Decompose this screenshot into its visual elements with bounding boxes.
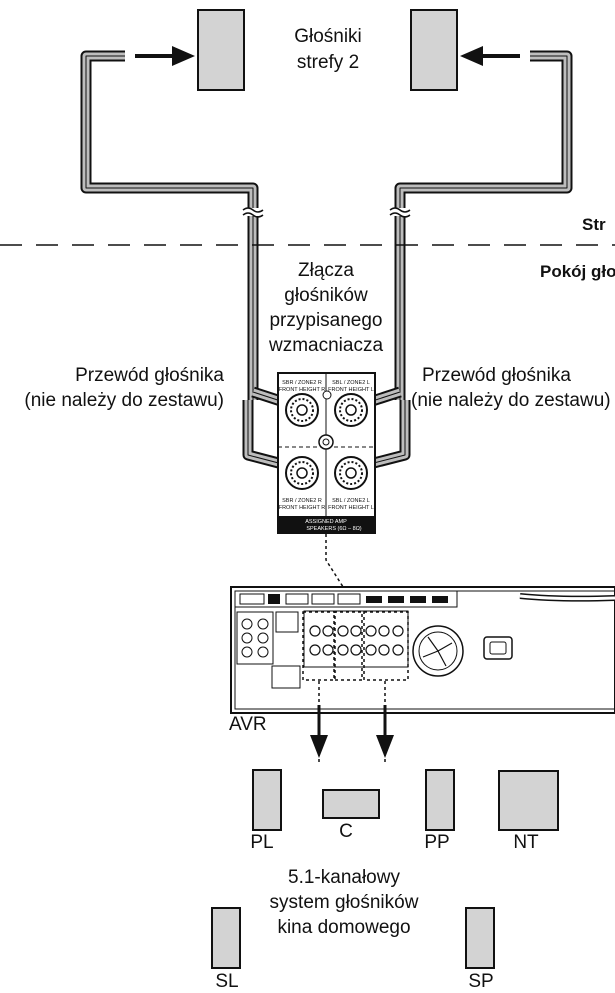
polarity-mark-center — [318, 434, 334, 450]
terminal-label-bottom-right-1: SBL / ZONE2 L — [332, 498, 370, 504]
zone2-right-speaker — [410, 9, 458, 91]
wire-break-marks — [242, 207, 411, 218]
assigned-amp-label-line4: wzmacniacza — [268, 335, 383, 356]
right-speaker-wire — [358, 50, 573, 472]
main-room-label: Pokój gło — [540, 262, 615, 281]
binding-post-top-right — [334, 393, 368, 427]
terminal-label-top-left-2: FRONT HEIGHT R — [279, 387, 326, 393]
zone2-room-label: Str — [582, 215, 606, 234]
terminal-label-top-right-1: SBL / ZONE2 L — [332, 380, 370, 386]
subwoofer-label: NT — [513, 832, 539, 853]
avr-rear-panel — [230, 586, 615, 714]
zone2-left-arrow — [135, 46, 195, 66]
binding-post-bottom-left — [285, 456, 319, 490]
zone2-left-speaker — [197, 9, 245, 91]
system-label-line1: 5.1-kanałowy — [288, 867, 400, 888]
surround-right-speaker — [465, 907, 495, 969]
front-right-label: PP — [424, 832, 449, 853]
terminal-label-bottom-left-2: FRONT HEIGHT R — [279, 505, 326, 511]
surround-right-label: SP — [468, 971, 493, 992]
terminal-label-top-left-1: SBR / ZONE2 R — [282, 380, 322, 386]
assigned-amp-label-line1: Złącza — [298, 260, 354, 281]
right-wire-label-line1: Przewód głośnika — [422, 365, 571, 386]
zone2-speakers-label-line1: Głośniki — [294, 26, 362, 47]
zone2-speakers-label-line2: strefy 2 — [297, 52, 359, 73]
panel-to-avr-leader — [325, 534, 346, 606]
left-wire-label-line1: Przewód głośnika — [75, 365, 224, 386]
terminal-label-bottom-left-1: SBR / ZONE2 R — [282, 498, 322, 504]
subwoofer — [498, 770, 559, 831]
surround-left-label: SL — [215, 971, 238, 992]
front-right-speaker — [425, 769, 455, 831]
front-left-speaker — [252, 769, 282, 831]
binding-post-top-left — [285, 393, 319, 427]
terminal-panel-footer — [278, 516, 375, 533]
assigned-amp-label-line3: przypisanego — [269, 310, 382, 331]
terminal-footer-line2: SPEAKERS (6Ω – 8Ω) — [306, 526, 361, 532]
left-wire-label-line2: (nie należy do zestawu) — [24, 390, 224, 411]
right-wire-label-line2: (nie należy do zestawu) — [411, 390, 611, 411]
surround-left-speaker — [211, 907, 241, 969]
center-label: C — [339, 821, 353, 842]
zone2-right-arrow — [460, 46, 520, 66]
avr-to-speakers-arrows — [310, 681, 394, 765]
terminal-label-top-right-2: FRONT HEIGHT L — [328, 387, 374, 393]
system-label-line2: system głośników — [270, 892, 419, 913]
terminal-footer-line1: ASSIGNED AMP — [305, 519, 347, 525]
avr-label: AVR — [229, 714, 267, 735]
system-label-line3: kina domowego — [277, 917, 410, 938]
assigned-amp-terminal-panel: SBR / ZONE2 R FRONT HEIGHT R SBL / ZONE2… — [277, 372, 376, 534]
binding-post-bottom-right — [334, 456, 368, 490]
assigned-amp-label-line2: głośników — [284, 285, 368, 306]
center-speaker — [322, 789, 380, 819]
left-speaker-wire — [80, 50, 295, 472]
front-left-label: PL — [250, 832, 273, 853]
polarity-mark-upper — [322, 390, 332, 400]
terminal-label-bottom-right-2: FRONT HEIGHT L — [328, 505, 374, 511]
